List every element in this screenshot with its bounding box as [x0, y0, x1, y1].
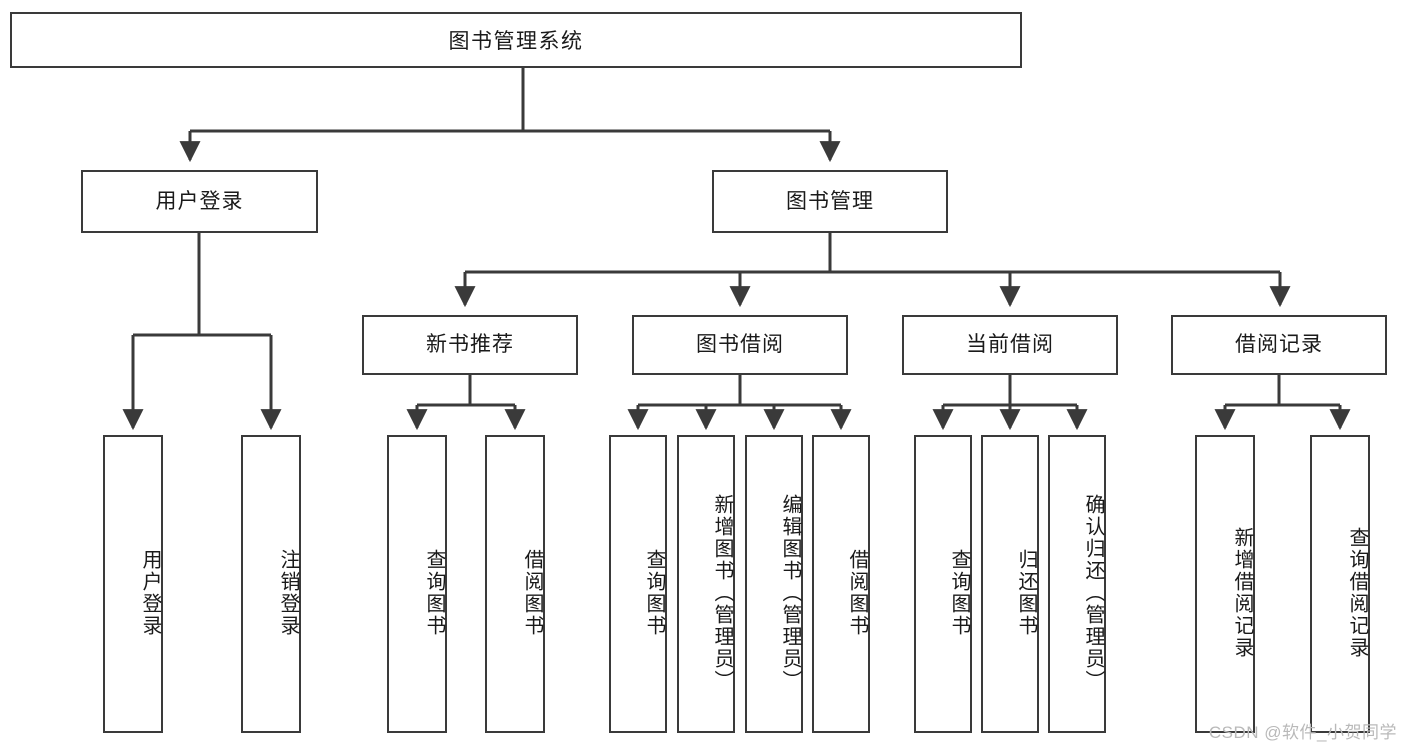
leaf-user-login[interactable]: 用户登录 [103, 435, 163, 733]
watermark-text: CSDN @软件_小贺同学 [1208, 723, 1397, 742]
node-user-login[interactable]: 用户登录 [81, 170, 318, 233]
leaf-add-record-label: 新增借阅记录 [1231, 527, 1253, 659]
node-book-manage-label: 图书管理 [786, 189, 874, 213]
leaf-return-book-label: 归还图书 [1015, 549, 1037, 637]
leaf-add-book-label: 新增图书（管理员） [711, 494, 733, 692]
leaf-borrow-book-1[interactable]: 借阅图书 [485, 435, 545, 733]
leaf-return-book[interactable]: 归还图书 [981, 435, 1039, 733]
leaf-user-logout-label: 注销登录 [277, 549, 299, 637]
node-user-login-label: 用户登录 [155, 189, 244, 213]
node-root[interactable]: 图书管理系统 [10, 12, 1022, 68]
leaf-confirm-return-label: 确认归还（管理员） [1082, 494, 1104, 692]
node-book-manage[interactable]: 图书管理 [712, 170, 948, 233]
leaf-confirm-return[interactable]: 确认归还（管理员） [1048, 435, 1106, 733]
leaf-query-book-3[interactable]: 查询图书 [914, 435, 972, 733]
leaf-borrow-book-2-label: 借阅图书 [846, 549, 868, 637]
node-current-borrow-label: 当前借阅 [966, 333, 1054, 357]
leaf-query-book-1[interactable]: 查询图书 [387, 435, 447, 733]
leaf-query-book-2[interactable]: 查询图书 [609, 435, 667, 733]
leaf-user-logout[interactable]: 注销登录 [241, 435, 301, 733]
leaf-add-book[interactable]: 新增图书（管理员） [677, 435, 735, 733]
node-new-book-recommend[interactable]: 新书推荐 [362, 315, 578, 375]
node-book-borrow[interactable]: 图书借阅 [632, 315, 848, 375]
node-borrow-record[interactable]: 借阅记录 [1171, 315, 1387, 375]
leaf-edit-book[interactable]: 编辑图书（管理员） [745, 435, 803, 733]
leaf-edit-book-label: 编辑图书（管理员） [779, 494, 801, 692]
node-borrow-record-label: 借阅记录 [1235, 333, 1323, 357]
leaf-borrow-book-1-label: 借阅图书 [521, 549, 543, 637]
leaf-query-book-3-label: 查询图书 [948, 549, 970, 637]
leaf-user-login-label: 用户登录 [139, 549, 161, 637]
node-current-borrow[interactable]: 当前借阅 [902, 315, 1118, 375]
leaf-query-book-1-label: 查询图书 [423, 549, 445, 637]
leaf-add-record[interactable]: 新增借阅记录 [1195, 435, 1255, 733]
node-book-borrow-label: 图书借阅 [696, 333, 784, 357]
leaf-query-record-label: 查询借阅记录 [1346, 527, 1368, 659]
node-new-book-recommend-label: 新书推荐 [426, 333, 514, 357]
leaf-query-record[interactable]: 查询借阅记录 [1310, 435, 1370, 733]
leaf-query-book-2-label: 查询图书 [643, 549, 665, 637]
leaf-borrow-book-2[interactable]: 借阅图书 [812, 435, 870, 733]
node-root-label: 图书管理系统 [448, 30, 584, 53]
